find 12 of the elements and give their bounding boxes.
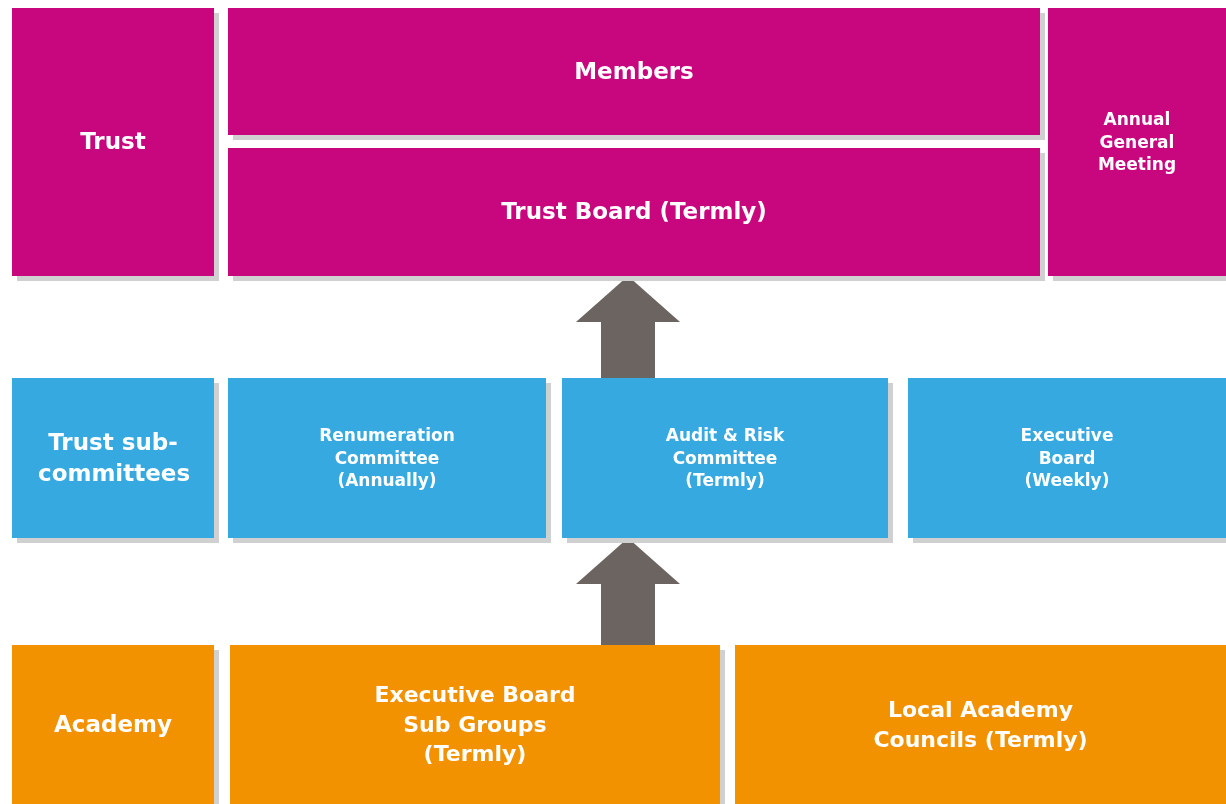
box-label: Executive Board (Weekly) [1019, 423, 1115, 493]
box-label: Trust sub-committees [38, 427, 188, 488]
box-label: Trust [80, 127, 146, 157]
box-label: Trust Board (Termly) [501, 197, 767, 227]
box-label: Executive Board Sub Groups (Termly) [373, 680, 577, 769]
box-label: Academy [54, 709, 172, 739]
org-box [735, 645, 1226, 804]
box-label: Annual General Meeting [1096, 107, 1178, 177]
box-label: Members [574, 56, 694, 86]
box-label: Renumeration Committee (Annually) [318, 423, 456, 493]
box-label: Audit & Risk Committee (Termly) [664, 423, 786, 493]
box-label: Local Academy Councils (Termly) [872, 695, 1089, 754]
